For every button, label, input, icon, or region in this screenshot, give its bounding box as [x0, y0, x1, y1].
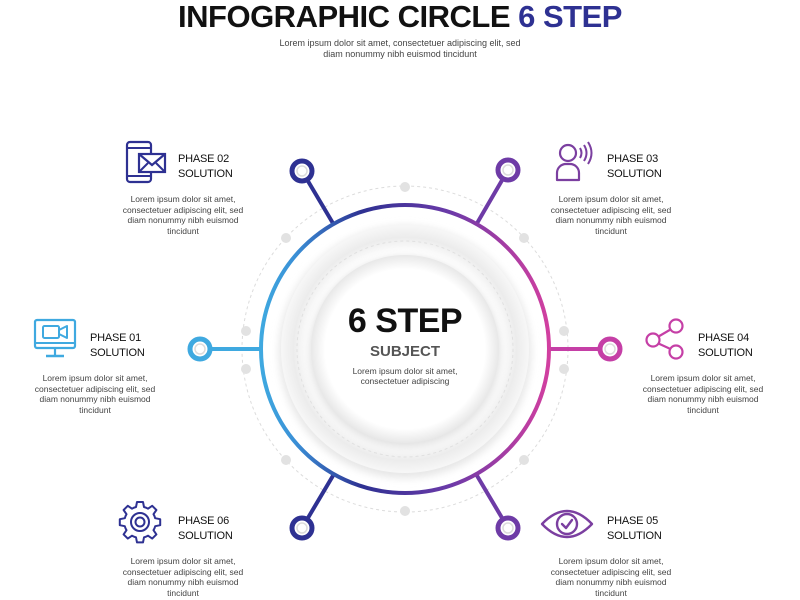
spoke-nodes — [187, 157, 623, 541]
title-accent: 6 STEP — [518, 0, 622, 34]
phase-05-label-line-2: SOLUTION — [607, 530, 662, 542]
subtitle-line-2: diam nonummy nibh euismod tincidunt — [323, 49, 477, 59]
phase-06-label-line-2: SOLUTION — [178, 530, 233, 542]
phase-03-desc-2: consectetuer adipiscing elit, sed — [550, 204, 672, 215]
inner-disc — [311, 255, 499, 443]
phase-01-desc-4: tincidunt — [79, 404, 111, 415]
eye-check-icon — [540, 509, 594, 539]
phase-03-desc-4: tincidunt — [595, 225, 627, 236]
phase-02-desc-3: diam nonummy nibh euismod — [127, 215, 239, 225]
phase-06-desc-2: consectetuer adipiscing elit, sed — [122, 566, 244, 577]
phase-05-desc-3: diam nonummy nibh euismod — [555, 577, 667, 587]
page-title: INFOGRAPHIC CIRCLE 6 STEP — [0, 0, 800, 34]
page-subtitle: Lorem ipsum dolor sit amet, consectetuer… — [250, 38, 550, 60]
center-desc-line-1: Lorem ipsum dolor sit amet, — [352, 366, 458, 376]
phase-04-desc-2: consectetuer adipiscing elit, sed — [642, 383, 764, 394]
share-icon — [645, 318, 684, 360]
phase-05-desc-4: tincidunt — [595, 587, 627, 598]
phase-05-desc-1: Lorem ipsum dolor sit amet, — [558, 556, 664, 566]
phase-02-desc-2: consectetuer adipiscing elit, sed — [122, 204, 244, 215]
center-description: Lorem ipsum dolor sit amet, consectetuer… — [330, 366, 480, 386]
phase-02-label-line-1: PHASE 02 — [178, 153, 229, 165]
phase-05-desc-2: consectetuer adipiscing elit, sed — [550, 566, 672, 577]
phase-01-label-line-2: SOLUTION — [90, 347, 145, 359]
user-speaking-icon — [555, 141, 593, 182]
phase-03-desc-1: Lorem ipsum dolor sit amet, — [558, 194, 664, 204]
phase-06-label-line-1: PHASE 06 — [178, 515, 229, 527]
phase-05-label-line-1: PHASE 05 — [607, 515, 658, 527]
title-main: INFOGRAPHIC CIRCLE — [178, 0, 519, 34]
ring-dots — [241, 182, 569, 516]
phase-01-label-line-1: PHASE 01 — [90, 332, 141, 344]
phase-01-desc-3: diam nonummy nibh euismod — [39, 394, 151, 404]
phase-04-label-line-2: SOLUTION — [698, 347, 753, 359]
phase-04-label-line-1: PHASE 04 — [698, 332, 749, 344]
center-desc-line-2: consectetuer adipiscing — [360, 376, 450, 386]
phase-06-desc-3: diam nonummy nibh euismod — [127, 577, 239, 587]
phase-01-desc-2: consectetuer adipiscing elit, sed — [34, 383, 156, 394]
subtitle-line-1: Lorem ipsum dolor sit amet, consectetuer… — [279, 38, 521, 48]
phase-01-desc-1: Lorem ipsum dolor sit amet, — [42, 373, 148, 383]
phase-06-desc-4: tincidunt — [167, 587, 199, 598]
center-title: 6 STEP — [347, 302, 463, 340]
phase-06-desc-1: Lorem ipsum dolor sit amet, — [130, 556, 236, 566]
gear-icon — [118, 501, 162, 544]
phase-03-label-line-1: PHASE 03 — [607, 153, 658, 165]
phase-04-desc-3: diam nonummy nibh euismod — [647, 394, 759, 404]
phase-02-desc-1: Lorem ipsum dolor sit amet, — [130, 194, 236, 204]
phase-02-label-line-2: SOLUTION — [178, 168, 233, 180]
phase-03-desc-3: diam nonummy nibh euismod — [555, 215, 667, 225]
phase-04-desc-1: Lorem ipsum dolor sit amet, — [650, 373, 756, 383]
mobile-mail-icon — [125, 140, 167, 184]
phase-03-label-line-2: SOLUTION — [607, 168, 662, 180]
phase-04-desc-4: tincidunt — [687, 404, 719, 415]
video-monitor-icon — [33, 318, 77, 358]
center-subtitle: SUBJECT — [369, 343, 440, 360]
phase-02-desc-4: tincidunt — [167, 225, 199, 236]
